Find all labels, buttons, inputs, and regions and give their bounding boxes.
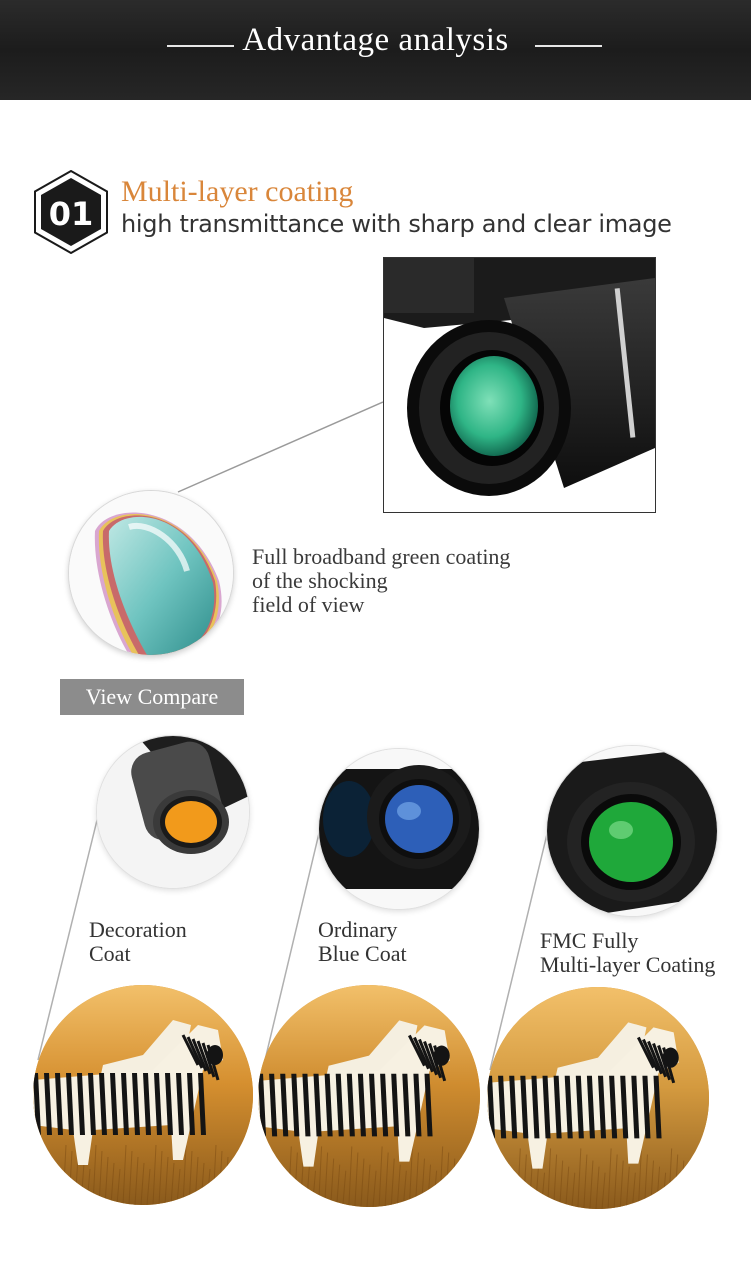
- fmc-coat-view: [487, 987, 709, 1209]
- view-compare-tag: View Compare: [60, 679, 244, 715]
- label-line: Decoration: [89, 917, 187, 942]
- lens-layers-closeup: [68, 490, 234, 656]
- feature-subtitle: high transmittance with sharp and clear …: [121, 210, 672, 238]
- banner-left-rule: [167, 45, 234, 47]
- decoration-coat-view: [33, 985, 253, 1205]
- blue-coat-view: [258, 985, 480, 1207]
- feature-title: Multi-layer coating: [121, 175, 354, 208]
- coating-description-line: of the shocking: [252, 568, 388, 593]
- coating-description-line: field of view: [252, 592, 365, 617]
- eyepiece-photo: [383, 257, 656, 513]
- decoration-coat-lens: [96, 735, 250, 889]
- coating-description-line: Full broadband green coating: [252, 544, 511, 569]
- label-line: Blue Coat: [318, 941, 407, 966]
- coating-description: Full broadband green coating of the shoc…: [252, 545, 510, 617]
- label-line: Coat: [89, 941, 131, 966]
- fmc-coat-label: FMC Fully Multi-layer Coating: [540, 929, 715, 977]
- number-badge-icon: 01: [33, 170, 109, 254]
- badge-number: 01: [49, 195, 94, 233]
- label-line: FMC Fully: [540, 928, 639, 953]
- banner-right-rule: [535, 45, 602, 47]
- banner-title: Advantage analysis: [242, 22, 509, 58]
- label-line: Multi-layer Coating: [540, 952, 716, 977]
- decoration-coat-label: Decoration Coat: [89, 918, 187, 966]
- blue-coat-label: Ordinary Blue Coat: [318, 918, 407, 966]
- header-banner: Advantage analysis: [0, 0, 751, 100]
- fmc-coat-lens: [546, 745, 718, 917]
- label-line: Ordinary: [318, 917, 398, 942]
- blue-coat-lens: [318, 748, 480, 910]
